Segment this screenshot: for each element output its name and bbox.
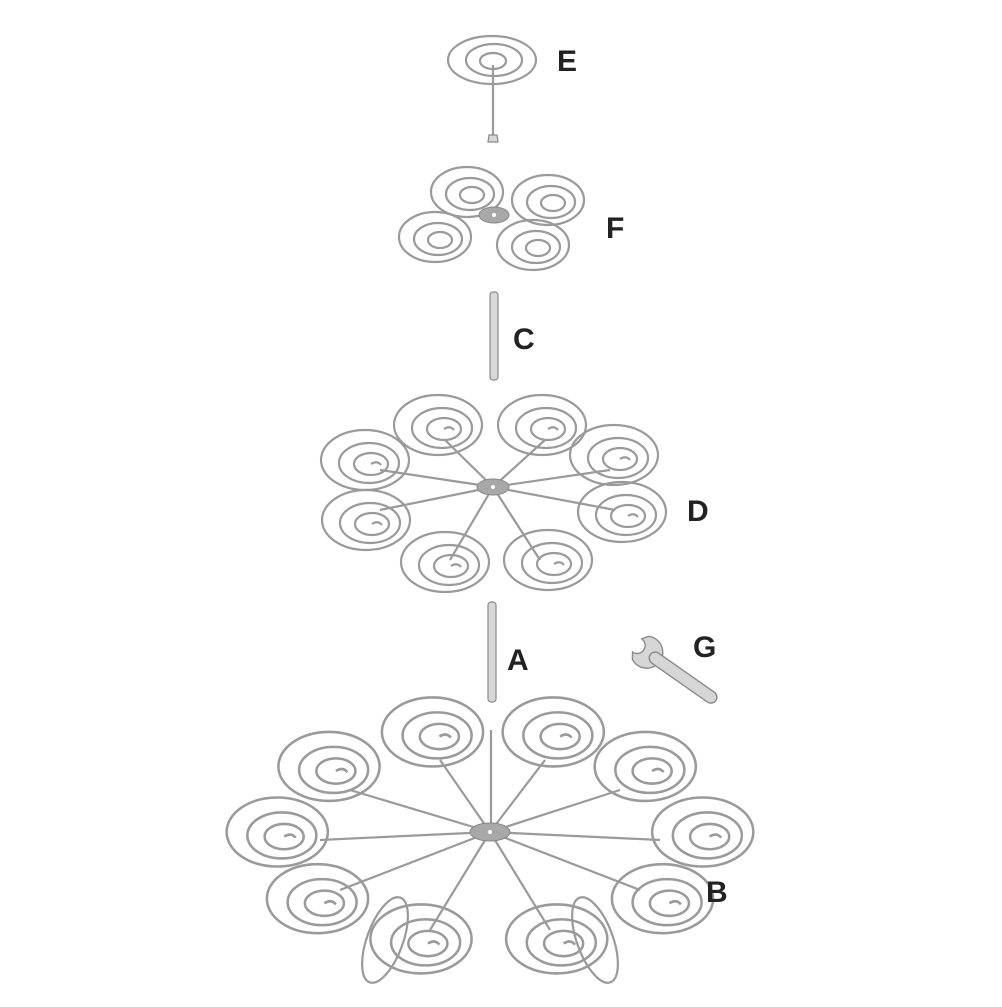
label-f: F bbox=[606, 212, 625, 245]
part-d-middle-tier bbox=[319, 393, 668, 594]
part-f-small-tier bbox=[397, 165, 586, 272]
label-b: B bbox=[706, 876, 728, 909]
label-a: A bbox=[507, 644, 529, 677]
part-g-wrench bbox=[631, 635, 718, 704]
part-e-finial bbox=[446, 34, 538, 143]
label-d: D bbox=[687, 495, 709, 528]
part-a-rod bbox=[487, 601, 497, 703]
label-c: C bbox=[513, 323, 535, 356]
part-b-bottom-tier bbox=[225, 696, 755, 984]
part-c-rod bbox=[489, 291, 499, 381]
label-g: G bbox=[693, 631, 717, 664]
label-e: E bbox=[557, 45, 578, 78]
